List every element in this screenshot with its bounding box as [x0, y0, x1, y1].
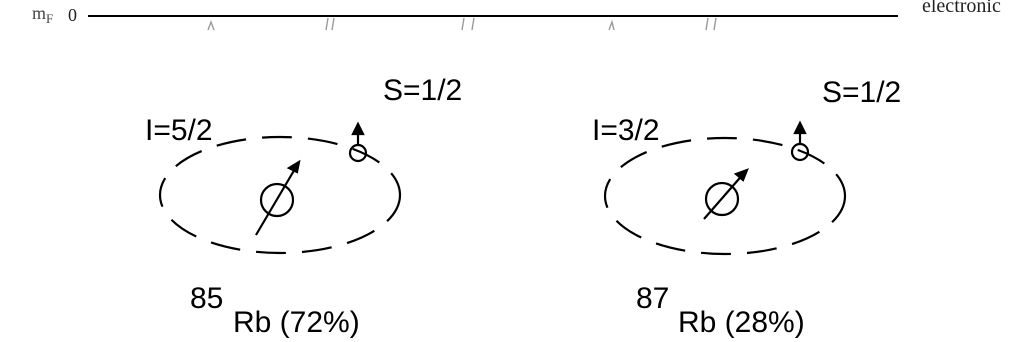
electron-spin-label-rb85: S=1/2 [383, 74, 463, 107]
electron-orbit-ellipse [603, 136, 847, 256]
atom-rb87 [603, 120, 847, 256]
element-label-rb85: Rb (72%) [233, 306, 360, 339]
mf-label: mF [32, 3, 53, 25]
tick-mark [325, 17, 335, 31]
atom-rb85 [158, 121, 402, 255]
nuclear-spin-arrow [255, 161, 300, 236]
nuclear-spin-label-rb87: I=3/2 [592, 114, 660, 147]
axis-tick-marks [207, 17, 717, 31]
mass-number-rb85: 85 [190, 282, 224, 315]
nuclear-spin-arrow [703, 171, 746, 220]
tick-mark [705, 17, 717, 31]
nucleus-circle [704, 181, 740, 217]
electron-spin-arrowhead [793, 120, 807, 135]
nuclear-spin-arrowhead [286, 159, 301, 174]
electron-orbit-ellipse [158, 135, 402, 255]
element-label-rb87: Rb (28%) [678, 306, 805, 339]
mf-symbol: m [32, 3, 47, 23]
nuclear-spin-label-rb85: I=5/2 [145, 114, 213, 147]
mass-number-rb87: 87 [636, 282, 670, 315]
mf-subscript: F [46, 11, 54, 26]
electron-spin-label-rb87: S=1/2 [822, 76, 902, 109]
tick-mark [461, 17, 475, 31]
electronic-label: electronic [922, 0, 1001, 17]
nucleus-circle [259, 182, 295, 218]
tick-mark [207, 20, 215, 31]
zero-label: 0 [68, 5, 77, 25]
electron-spin-arrowhead [351, 121, 365, 136]
nuclear-spin-arrowhead [733, 168, 749, 182]
tick-mark [608, 19, 615, 31]
